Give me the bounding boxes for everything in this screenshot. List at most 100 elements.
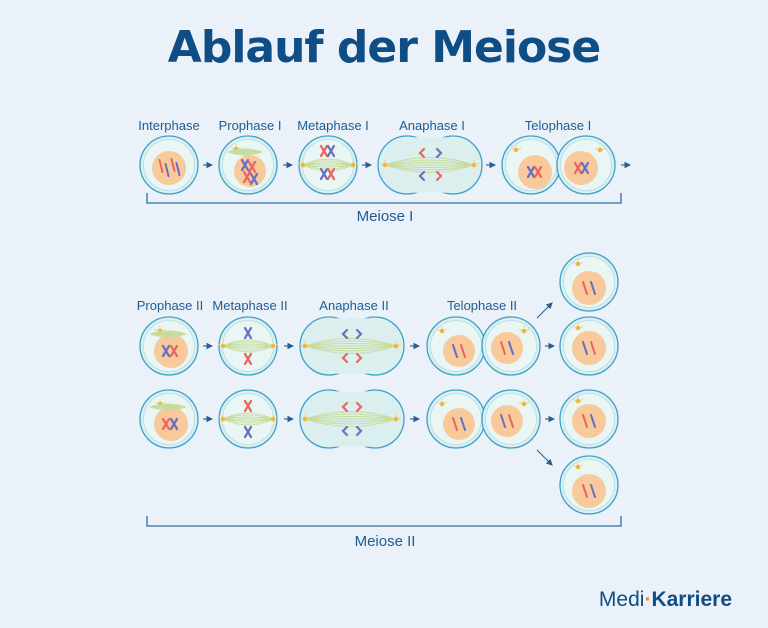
arrow-telophase-daughter-top-outer bbox=[536, 302, 553, 319]
nucleus bbox=[572, 271, 606, 305]
chromatid bbox=[582, 281, 588, 295]
chromosome bbox=[240, 158, 250, 172]
logo-part-1: Medi bbox=[598, 588, 645, 611]
chromatid bbox=[590, 341, 596, 355]
chromatid bbox=[590, 484, 596, 498]
cell-anaphase-1 bbox=[377, 135, 483, 195]
cell-interphase bbox=[139, 135, 199, 195]
chromatid bbox=[341, 352, 349, 364]
chromosome bbox=[243, 425, 253, 439]
phase-label-anaphase-2: Anaphase II bbox=[319, 298, 389, 313]
chromatid bbox=[418, 147, 426, 159]
bracket-meiosis-1 bbox=[146, 193, 622, 204]
chromosome bbox=[319, 167, 329, 181]
cell-telophase-1-right bbox=[556, 135, 616, 195]
chromosome bbox=[573, 161, 583, 175]
phase-label-telophase-2: Telophase II bbox=[446, 298, 518, 313]
nucleus bbox=[154, 407, 188, 441]
nucleus bbox=[518, 155, 552, 189]
cell-prophase-2-bottom bbox=[139, 389, 199, 449]
cell-telophase-2-right-bottom bbox=[481, 389, 541, 449]
chromatid bbox=[418, 170, 426, 182]
nucleus bbox=[572, 404, 606, 438]
chromosome bbox=[326, 167, 336, 181]
phase-label-metaphase-1: Metaphase I bbox=[297, 118, 369, 133]
logo-separator: · bbox=[644, 588, 652, 611]
phase-label-metaphase-2: Metaphase II bbox=[212, 298, 288, 313]
chromosome bbox=[161, 417, 171, 431]
chromatid bbox=[452, 417, 458, 431]
phase-label-anaphase-1: Anaphase I bbox=[399, 118, 465, 133]
nucleus bbox=[443, 408, 475, 440]
chromatid bbox=[500, 414, 506, 428]
arrow-telophase-daughter-bottom-outer bbox=[536, 449, 553, 466]
cell-metaphase-1 bbox=[297, 135, 359, 195]
cell-anaphase-2-top bbox=[299, 316, 405, 376]
daughter-cell-top-inner bbox=[559, 316, 619, 376]
chromatid bbox=[460, 417, 466, 431]
cell-telophase-2-left-bottom bbox=[426, 389, 486, 449]
cell-metaphase-2-top bbox=[217, 316, 279, 376]
chromatid bbox=[355, 352, 363, 364]
nucleus bbox=[152, 151, 186, 185]
chromatid bbox=[590, 281, 596, 295]
chromosome bbox=[161, 344, 171, 358]
chromosome bbox=[319, 144, 329, 158]
cell-prophase-1 bbox=[218, 135, 278, 195]
chromosome bbox=[243, 352, 253, 366]
chromosome bbox=[243, 399, 253, 413]
chromosome bbox=[243, 326, 253, 340]
chromosome bbox=[533, 165, 543, 179]
chromatid bbox=[355, 425, 363, 437]
chromatid bbox=[590, 414, 596, 428]
chromosome bbox=[169, 344, 179, 358]
nucleus bbox=[443, 335, 475, 367]
chromatid bbox=[582, 414, 588, 428]
nucleus bbox=[572, 474, 606, 508]
cell-telophase-2-left-top bbox=[426, 316, 486, 376]
nucleus bbox=[491, 405, 523, 437]
chromosome bbox=[526, 165, 536, 179]
cell-prophase-2-top bbox=[139, 316, 199, 376]
page-title: Ablauf der Meiose bbox=[167, 22, 601, 73]
phase-label-prophase-2: Prophase II bbox=[136, 298, 204, 313]
chromatid bbox=[164, 163, 170, 177]
cell-telophase-2-right-top bbox=[481, 316, 541, 376]
phase-label-prophase-1: Prophase I bbox=[218, 118, 282, 133]
chromosome bbox=[580, 161, 590, 175]
chromosome bbox=[249, 172, 259, 186]
cell-metaphase-2-bottom bbox=[217, 389, 279, 449]
chromatid bbox=[582, 484, 588, 498]
chromatid bbox=[175, 162, 181, 176]
phase-label-telophase-1: Telophase I bbox=[524, 118, 592, 133]
chromatid bbox=[355, 328, 363, 340]
cell-telophase-1-left bbox=[501, 135, 561, 195]
group-label-meiosis-2: Meiose II bbox=[354, 533, 416, 550]
chromatid bbox=[452, 344, 458, 358]
nucleus bbox=[491, 332, 523, 364]
chromosome bbox=[169, 417, 179, 431]
chromatid bbox=[158, 159, 164, 173]
nucleus bbox=[154, 334, 188, 368]
daughter-cell-top-outer bbox=[559, 252, 619, 312]
chromatid bbox=[341, 401, 349, 413]
chromosome bbox=[247, 160, 257, 174]
nucleus bbox=[572, 331, 606, 365]
chromatid bbox=[341, 425, 349, 437]
chromatid bbox=[435, 147, 443, 159]
phase-label-interphase: Interphase bbox=[138, 118, 200, 133]
chromatid bbox=[170, 158, 176, 172]
chromatid bbox=[582, 341, 588, 355]
daughter-cell-bottom-inner bbox=[559, 389, 619, 449]
chromosome bbox=[242, 170, 252, 184]
cell-anaphase-2-bottom bbox=[299, 389, 405, 449]
chromatid bbox=[460, 344, 466, 358]
chromatid bbox=[508, 414, 514, 428]
chromatid bbox=[508, 341, 514, 355]
chromatid bbox=[341, 328, 349, 340]
brand-logo: Medi·Karriere bbox=[599, 588, 732, 612]
group-label-meiosis-1: Meiose I bbox=[356, 208, 414, 225]
chromatid bbox=[500, 341, 506, 355]
chromatid bbox=[355, 401, 363, 413]
